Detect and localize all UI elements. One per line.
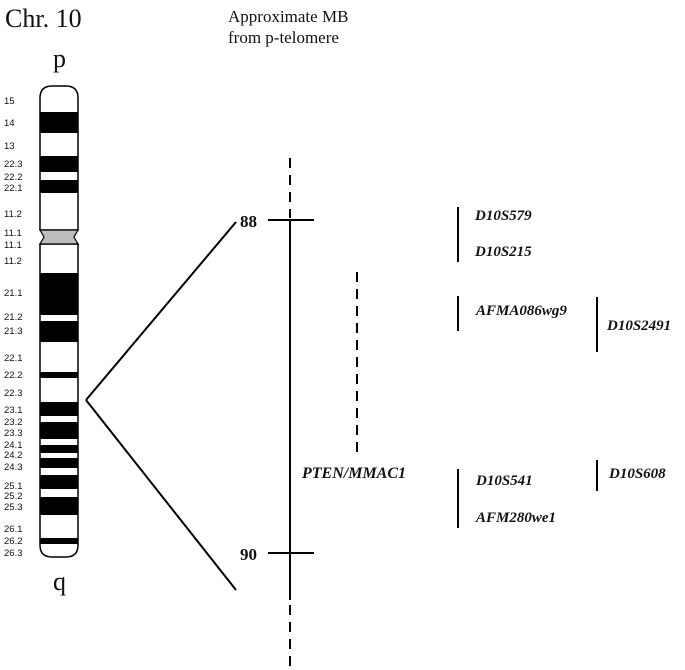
band-label: 14 (4, 118, 15, 129)
band-labels: 15 14 13 22.3 22.2 22.1 11.2 11.1 11.1 1… (4, 96, 23, 559)
band-label: 23.2 (4, 417, 23, 428)
scale-description-line-1: Approximate MB (228, 7, 348, 26)
band-q23-3 (40, 422, 78, 439)
band-label: 11.1 (4, 228, 22, 239)
band-label: 21.1 (4, 288, 23, 299)
band-p14 (40, 112, 78, 133)
band-label: 24.1 (4, 440, 23, 451)
mb-scale-axis: 88 90 (240, 158, 314, 668)
band-label: 22.1 (4, 183, 23, 194)
band-label: 13 (4, 141, 15, 152)
band-q24-3 (40, 458, 78, 468)
band-q25-1 (40, 475, 78, 489)
band-label: 25.1 (4, 481, 23, 492)
band-label: 25.2 (4, 491, 23, 502)
band-label: 21.2 (4, 312, 23, 323)
band-label: 26.3 (4, 548, 23, 559)
band-label: 22.2 (4, 370, 23, 381)
band-q26-2 (40, 538, 78, 544)
band-label: 25.3 (4, 502, 23, 513)
band-label: 15 (4, 96, 15, 107)
marker-label-afma086wg9: AFMA086wg9 (475, 303, 567, 319)
band-label: 11.2 (4, 209, 22, 220)
band-p22-1 (40, 180, 78, 193)
mb-label-88: 88 (240, 212, 257, 231)
band-q21-1 (40, 273, 78, 315)
band-q24-1 (40, 445, 78, 453)
band-label: 26.2 (4, 536, 23, 547)
band-label: 22.1 (4, 353, 23, 364)
q-arm-label: q (53, 567, 66, 596)
band-label: 26.1 (4, 524, 23, 535)
band-label: 21.3 (4, 326, 23, 337)
band-p22-3 (40, 156, 78, 172)
band-label: 23.3 (4, 428, 23, 439)
marker-label-afm280we1: AFM280we1 (475, 510, 556, 526)
marker-label-d10s579: D10S579 (474, 208, 532, 224)
band-q25-3 (40, 497, 78, 515)
chromosome-ideogram (38, 85, 80, 558)
zoom-line-upper (85, 221, 237, 401)
band-label: 23.1 (4, 405, 23, 416)
band-label: 24.3 (4, 462, 23, 473)
band-label: 22.2 (4, 172, 23, 183)
scale-description-line-2: from p-telomere (228, 28, 339, 47)
band-q22-2 (40, 372, 78, 378)
gene-label-pten-mmac1: PTEN/MMAC1 (301, 465, 406, 482)
marker-label-d10s541: D10S541 (475, 473, 533, 489)
band-label: 22.3 (4, 159, 23, 170)
marker-label-d10s608: D10S608 (608, 466, 666, 482)
marker-label-d10s215: D10S215 (474, 244, 532, 260)
band-label: 24.2 (4, 450, 23, 461)
p-arm-label: p (53, 44, 66, 73)
centromere (38, 229, 80, 245)
band-q23-1 (40, 402, 78, 416)
chromosome-title: Chr. 10 (5, 4, 82, 33)
mb-label-90: 90 (240, 545, 257, 564)
band-label: 22.3 (4, 388, 23, 399)
marker-label-d10s2491: D10S2491 (606, 318, 671, 334)
band-q21-3 (40, 321, 78, 342)
zoom-line-lower (85, 399, 237, 591)
band-label: 11.2 (4, 256, 22, 267)
band-label: 11.1 (4, 240, 22, 251)
